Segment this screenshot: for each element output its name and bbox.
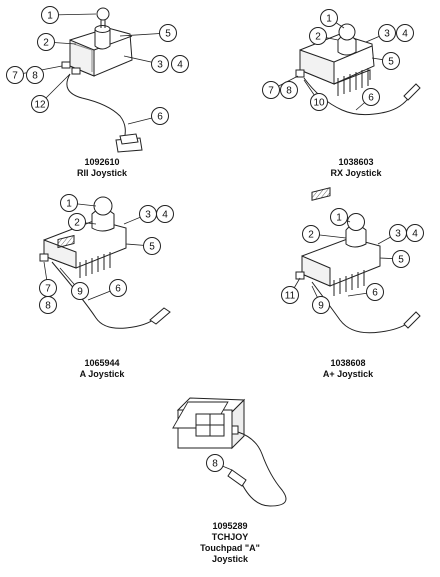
- callout-number: 1: [66, 199, 72, 210]
- callout-number: 7: [12, 71, 18, 82]
- part-name: TCHJOY: [211, 532, 249, 542]
- callout-number: 1: [336, 213, 342, 224]
- a-plus-joystick-drawing: [295, 187, 421, 334]
- part-number: 1038603: [338, 157, 374, 167]
- callout-circle: [156, 205, 174, 223]
- callout-number: 5: [398, 255, 404, 266]
- callout-number: 5: [388, 57, 394, 68]
- part-name: A Joystick: [79, 369, 125, 379]
- figure-caption-4: 1038608 A+ Joystick: [288, 358, 408, 380]
- callout-circle: [206, 454, 224, 472]
- callout-circle: [309, 27, 327, 45]
- callout-circle: [382, 52, 400, 70]
- callout-circle: [280, 81, 298, 99]
- callout-number: 8: [32, 71, 38, 82]
- callout-circle: [378, 24, 396, 42]
- callout-number: 7: [268, 86, 274, 97]
- callout-circle: [39, 296, 57, 314]
- part-name: RII Joystick: [76, 168, 128, 178]
- part-subtitle: Touchpad "A": [200, 543, 260, 553]
- callout-circle: [310, 93, 328, 111]
- callout-circle: [26, 66, 44, 84]
- callout-number: 2: [315, 32, 321, 43]
- callout-number: 4: [177, 60, 183, 71]
- callout-number: 8: [212, 459, 218, 470]
- callout-number: 8: [286, 86, 292, 97]
- part-number: 1065944: [84, 358, 120, 368]
- callout-circle: [109, 279, 127, 297]
- callout-circle: [31, 95, 49, 113]
- callout-number: 3: [145, 210, 151, 221]
- callout-number: 5: [165, 29, 171, 40]
- callout-number: 3: [395, 229, 401, 240]
- figure-caption-1: 1092610 RII Joystick: [42, 157, 162, 179]
- rii-joystick-drawing: [61, 7, 143, 153]
- callout-circle: [406, 224, 424, 242]
- callout-number: 9: [318, 301, 324, 312]
- callout-number: 12: [34, 100, 46, 111]
- callout-circle: [37, 33, 55, 51]
- callout-number: 6: [157, 112, 163, 123]
- callout-number: 2: [43, 38, 49, 49]
- callout-circle: [171, 55, 189, 73]
- callout-circle: [143, 237, 161, 255]
- callout-number: 4: [162, 210, 168, 221]
- callout-circle: [60, 194, 78, 212]
- callout-number: 2: [74, 218, 80, 229]
- callout-number: 11: [285, 291, 296, 302]
- callout-number: 6: [368, 93, 374, 104]
- callout-number: 3: [384, 29, 390, 40]
- callout-number: 6: [115, 284, 121, 295]
- callout-circle: [151, 107, 169, 125]
- callout-circle: [392, 250, 410, 268]
- callout-circle: [6, 66, 24, 84]
- callout-circle: [281, 286, 299, 304]
- callout-number: 8: [45, 301, 51, 312]
- part-subtitle-2: Joystick: [211, 554, 249, 564]
- callout-circle: [41, 6, 59, 24]
- callout-number: 1: [47, 11, 53, 22]
- callout-number: 7: [45, 284, 51, 295]
- rx-joystick-drawing: [295, 23, 421, 116]
- part-number: 1095289: [212, 521, 248, 531]
- callout-circle: [330, 208, 348, 226]
- callout-number: 3: [157, 60, 163, 71]
- callout-circle: [302, 225, 320, 243]
- part-number: 1038608: [330, 358, 366, 368]
- callout-circle: [68, 213, 86, 231]
- callout-circle: [151, 55, 169, 73]
- figure-caption-5: 1095289 TCHJOY Touchpad "A" Joystick: [170, 521, 290, 565]
- part-name: RX Joystick: [330, 168, 382, 178]
- tchjoy-drawing: [172, 397, 287, 507]
- callout-circle: [262, 81, 280, 99]
- callout-number: 4: [412, 229, 418, 240]
- callout-circle: [362, 88, 380, 106]
- a-joystick-drawing: [39, 196, 171, 329]
- callout-number: 10: [313, 98, 325, 109]
- callout-number: 4: [402, 29, 408, 40]
- callout-number: 9: [77, 287, 83, 298]
- part-number: 1092610: [84, 157, 120, 167]
- figure-caption-2: 1038603 RX Joystick: [296, 157, 416, 179]
- callout-circle: [396, 24, 414, 42]
- callout-number: 5: [149, 242, 155, 253]
- callout-number: 2: [308, 230, 314, 241]
- callout-number: 6: [372, 288, 378, 299]
- callout-circle: [159, 24, 177, 42]
- callout-number: 1: [326, 14, 332, 25]
- callout-circle: [366, 283, 384, 301]
- figure-caption-3: 1065944 A Joystick: [42, 358, 162, 380]
- callout-circle: [71, 282, 89, 300]
- callout-circle: [312, 296, 330, 314]
- callout-circle: [320, 9, 338, 27]
- part-name: A+ Joystick: [322, 369, 374, 379]
